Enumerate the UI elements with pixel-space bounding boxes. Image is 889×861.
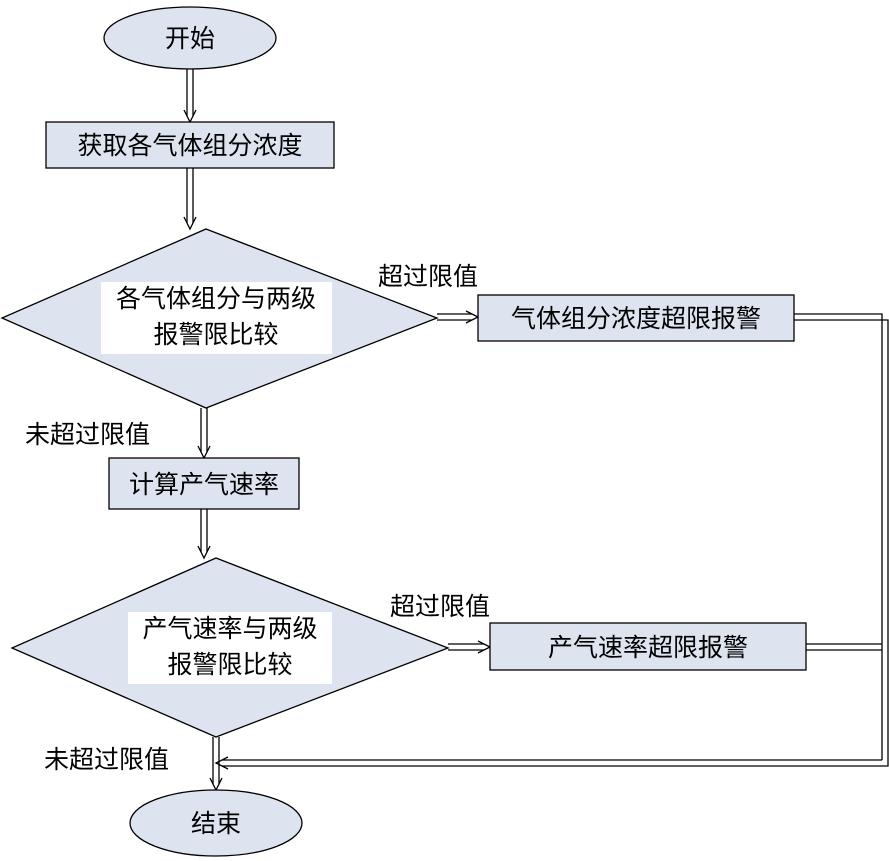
arrow-calc-to-decision2 [197,509,211,560]
alarm2-label: 产气速率超限报警 [548,633,748,662]
decision2-label-line1: 产气速率与两级 [142,614,317,643]
edge-label-exceed1: 超过限值 [378,262,478,291]
connector-alarm2-return [214,643,882,770]
arrow-get-to-decision1 [183,168,197,231]
edge-label-exceed2: 超过限值 [390,592,490,621]
decision1-label-bg [101,282,332,354]
alarm2-node: 产气速率超限报警 [489,622,807,671]
arrow-decision1-to-alarm1 [437,310,480,324]
end-label: 结束 [191,809,241,838]
end-node: 结束 [129,789,303,857]
calc-rate-node: 计算产气速率 [108,457,300,510]
alarm1-node: 气体组分浓度超限报警 [477,294,795,342]
connectors [183,68,889,792]
edge-label-not-exceed1: 未超过限值 [25,420,150,449]
start-label: 开始 [165,24,215,53]
decision2-label-bg [128,612,332,684]
decision1-node: 各气体组分与两级 报警限比较 [0,228,439,409]
arrow-decision2-to-alarm2 [448,640,492,654]
calc-rate-label: 计算产气速率 [129,470,279,499]
arrow-decision1-to-calc [197,408,211,460]
connector-alarm1-return [222,313,889,767]
edge-label-not-exceed2: 未超过限值 [44,745,169,774]
get-concentration-label: 获取各气体组分浓度 [77,131,302,160]
alarm1-label: 气体组分浓度超限报警 [511,304,761,333]
get-concentration-node: 获取各气体组分浓度 [45,121,335,169]
decision1-label-line2: 报警限比较 [153,320,278,349]
arrow-start-to-get [183,68,197,124]
start-node: 开始 [103,6,277,70]
decision2-label-line2: 报警限比较 [167,650,292,679]
decision1-label-line1: 各气体组分与两级 [116,284,316,313]
decision2-node: 产气速率与两级 报警限比较 [10,557,450,738]
